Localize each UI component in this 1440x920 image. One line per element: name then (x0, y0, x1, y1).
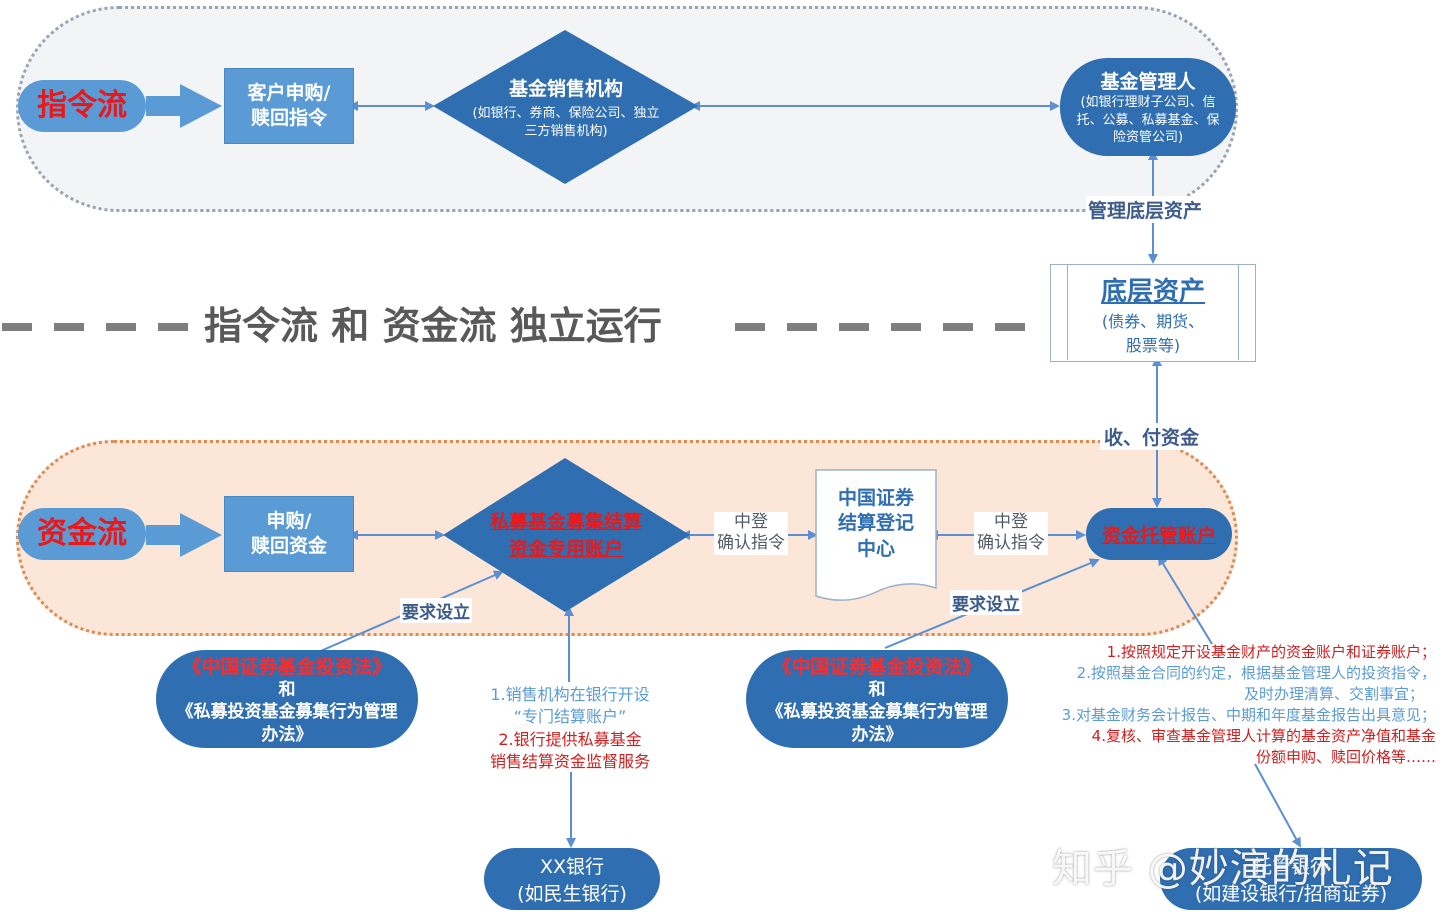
csdc: 中国证券 结算登记 中心 (816, 484, 936, 564)
underlying-assets-subtitle-1: (债券、期货、 (1101, 311, 1205, 331)
custody-note-1: 1.按照规定开设基金财产的资金账户和证券账户； (1106, 643, 1436, 661)
require-setup-right: 要求设立 (950, 590, 1022, 615)
laws-right-line2: 和 (868, 680, 886, 701)
watermark: 知乎 @妙演的札记 (1052, 846, 1394, 892)
csdc-confirm-left-2: 确认指令 (717, 533, 785, 554)
xx-bank: XX银行 (如民生银行) (484, 848, 660, 910)
separator-title: 指令流 和 资金流 独立运行 (204, 304, 662, 348)
custody-note-3: 3.对基金财务会计报告、中期和年度基金报告出具意见； (1061, 706, 1436, 724)
sales-org-title: 基金销售机构 (508, 77, 623, 100)
capital-flow-label-pill: 资金流 (18, 508, 146, 560)
require-setup-left: 要求设立 (400, 598, 472, 623)
manage-assets-label: 管理底层资产 (1086, 196, 1205, 223)
bank-note-2b: 销售结算资金监督服务 (489, 752, 650, 772)
client-command-box: 客户申购/ 赎回指令 (224, 68, 354, 144)
receive-pay-label: 收、付资金 (1100, 423, 1204, 450)
fund-manager-subtitle: (如银行理财子公司、信托、公募、私募基金、保险资管公司) (1076, 95, 1220, 146)
csdc-line2: 结算登记 (837, 512, 914, 535)
laws-left-line4: 办法》 (261, 724, 313, 745)
laws-left: 《中国证券基金投资法》 和 《私募投资基金募集行为管理 办法》 (156, 650, 418, 748)
csdc-line3: 中心 (856, 537, 895, 560)
client-capital-line1: 申购/ (266, 510, 312, 533)
bank-note-1a: 1.销售机构在银行开设 (490, 685, 650, 704)
client-capital-box: 申购/ 赎回资金 (224, 496, 354, 572)
csdc-confirm-left-1: 中登 (734, 512, 768, 532)
laws-left-line2: 和 (278, 680, 296, 701)
sales-org-subtitle: (如银行、券商、保险公司、独立三方销售机构) (472, 105, 660, 139)
settlement-account-line1: 私募基金募集结算 (489, 511, 642, 533)
laws-right-line1: 《中国证券基金投资法》 (772, 656, 982, 679)
settlement-account-diamond (443, 458, 690, 612)
custody-note-2a: 2.按照基金合同的约定，根据基金管理人的投资指令， (1076, 664, 1436, 682)
underlying-assets-subtitle-2: 股票等) (1125, 335, 1181, 355)
laws-left-line1: 《中国证券基金投资法》 (182, 656, 392, 679)
underlying-assets: 底层资产 (债券、期货、 股票等) (1050, 264, 1256, 362)
laws-right: 《中国证券基金投资法》 和 《私募投资基金募集行为管理 办法》 (746, 650, 1008, 748)
client-command-line1: 客户申购/ (247, 82, 331, 105)
command-flow-label-pill: 指令流 (18, 80, 146, 132)
laws-left-line3: 《私募投资基金募集行为管理 (176, 702, 398, 723)
xx-bank-line1: XX银行 (539, 856, 605, 878)
custody-account-label: 资金托管账户 (1101, 524, 1216, 547)
sales-org: 基金销售机构 (如银行、券商、保险公司、独立三方销售机构) (468, 72, 664, 142)
fund-manager: 基金管理人 (如银行理财子公司、信托、公募、私募基金、保险资管公司) (1060, 58, 1236, 156)
csdc-line1: 中国证券 (837, 486, 914, 509)
custody-note-4b: 份额申购、赎回价格等…… (1255, 748, 1436, 766)
custody-note-2b: 及时办理清算、交割事宜； (1243, 685, 1424, 703)
custodian-bank-line1: 托管银行 (1252, 856, 1329, 878)
csdc-confirm-left: 中登 确认指令 (714, 512, 788, 555)
custody-notes: 1.按照规定开设基金财产的资金账户和证券账户； 2.按照基金合同的约定，根据基金… (1020, 642, 1436, 768)
sales-org-diamond (433, 30, 698, 184)
client-command-line2: 赎回指令 (250, 107, 327, 129)
fund-manager-title: 基金管理人 (1100, 71, 1196, 94)
custodian-bank: 托管银行 (如建设银行/招商证券) (1160, 848, 1422, 910)
underlying-assets-inner-border (1067, 265, 1239, 360)
bank-notes: 1.销售机构在银行开设 “专门结算账户” 2.银行提供私募基金 销售结算资金监督… (468, 684, 672, 774)
csdc-confirm-right: 中登 确认指令 (974, 512, 1048, 555)
custodian-bank-line2: (如建设银行/招商证券) (1194, 883, 1388, 905)
laws-right-line4: 办法》 (851, 724, 903, 745)
client-capital-line2: 赎回资金 (250, 535, 327, 557)
settlement-account-line2: 资金专用账户 (508, 538, 623, 560)
laws-right-line3: 《私募投资基金募集行为管理 (766, 702, 988, 723)
csdc-confirm-right-2: 确认指令 (977, 533, 1045, 554)
csdc-confirm-right-1: 中登 (994, 512, 1028, 532)
csdc-document-shape (815, 469, 937, 601)
custody-note-4a: 4.复核、审查基金管理人计算的基金资产净值和基金 (1091, 727, 1436, 745)
settlement-account: 私募基金募集结算 资金专用账户 (468, 504, 664, 564)
command-flow-label: 指令流 (37, 88, 127, 123)
bank-note-1b: “专门结算账户” (513, 707, 627, 727)
custody-account: 资金托管账户 (1086, 508, 1232, 560)
capital-flow-label: 资金流 (37, 516, 127, 551)
bank-note-2a: 2.银行提供私募基金 (498, 729, 642, 749)
underlying-assets-title: 底层资产 (1100, 276, 1205, 307)
xx-bank-line2: (如民生银行) (517, 883, 627, 905)
